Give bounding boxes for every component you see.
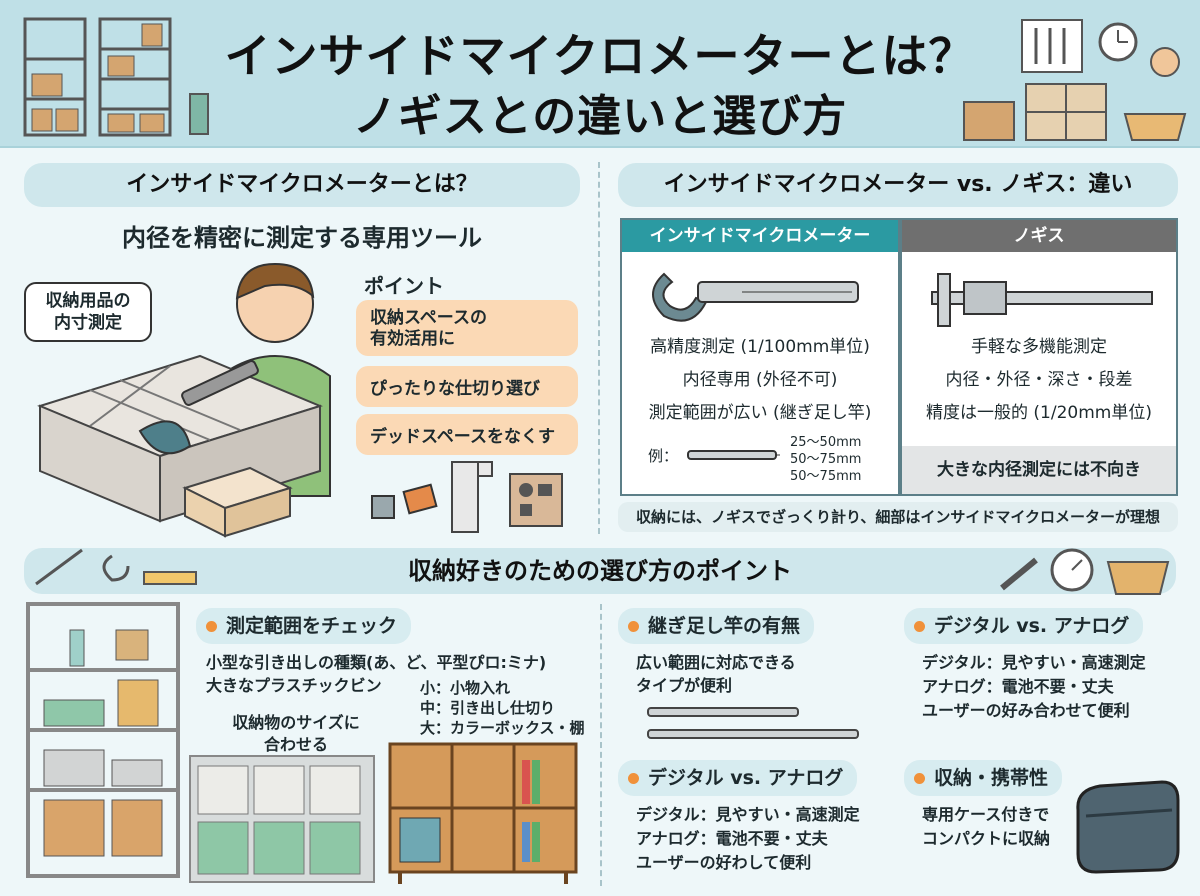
shelves-illustration — [23, 17, 209, 137]
section-divider — [598, 162, 600, 534]
f3-line-1: デジタル：見やすい・高速測定 — [636, 805, 860, 824]
bullet-dot-icon — [206, 621, 217, 632]
micro-line-3: 測定範囲が広い (継ぎ足し竿) — [648, 402, 872, 423]
points-label: ポイント — [364, 274, 444, 298]
f4-line-1: デジタル：見やすい・高速測定 — [922, 653, 1146, 672]
example-label: 例： — [648, 446, 679, 465]
page-title-line1: インサイドマイクロメーターとは？ — [224, 29, 976, 83]
bullet-dot-icon — [914, 621, 925, 632]
tools-illustration — [963, 19, 1187, 141]
micro-line-2: 内径専用 (外径不可) — [682, 369, 838, 390]
callout-bubble: 収納用品の 内寸測定 — [24, 282, 152, 343]
col-header-micrometer: インサイドマイクロメーター — [622, 220, 898, 252]
extension-rod-icon — [687, 449, 780, 460]
size-small: 小：小物入れ — [420, 679, 511, 697]
header-banner: インサイドマイクロメーターとは？ ノギスとの違いと選び方 — [0, 0, 1200, 148]
feature-title-digital-left: デジタル vs. アナログ — [618, 760, 858, 796]
bottom-divider — [600, 604, 602, 886]
wooden-shelf-illustration — [388, 742, 578, 884]
feature-title-extension: 継ぎ足し竿の有無 — [618, 608, 815, 644]
point-card-2: ぴったりな仕切り選び — [356, 366, 578, 407]
caliper-icon — [931, 273, 1153, 327]
caliper-line-3: 精度は一般的 (1/20mm単位) — [926, 402, 1152, 423]
f1-line-2: 大きなプラスチックビン — [206, 676, 382, 695]
size-large: 大：カラーボックス・棚 — [420, 719, 585, 737]
section-title-about: インサイドマイクロメーターとは？ — [24, 163, 580, 207]
range-3: 50〜75mm — [790, 468, 862, 484]
section-title-selection: 収納好きのための選び方のポイント — [24, 548, 1176, 594]
f4-line-2: アナログ：電池不要・丈夫 — [922, 677, 1114, 696]
comparison-footnote: 収納には、ノギスでざっくり計り、細部はインサイドマイクロメーターが理想 — [618, 502, 1178, 532]
page-title-line2: ノギスとの違いと選び方 — [352, 91, 848, 142]
comparison-col-caliper: ノギス 手軽な多機能測定 内径・外径・深さ・段差 精度は一般的 (1/20mm単… — [900, 218, 1178, 496]
micro-line-1: 高精度測定 (1/100mm単位) — [650, 337, 870, 357]
point-card-3: デッドスペースをなくす — [356, 414, 578, 455]
about-subtitle: 内径を精密に測定する専用ツール — [122, 224, 482, 252]
gauge-basket-icons — [1000, 548, 1170, 595]
f2-line-2: タイプが便利 — [636, 676, 733, 695]
feature-digital-label-2: デジタル vs. アナログ — [934, 615, 1130, 637]
extension-rods-icon — [647, 707, 859, 739]
caliper-line-2: 内径・外径・深さ・段差 — [945, 369, 1133, 390]
bullet-dot-icon — [628, 773, 639, 784]
feature-title-range: 測定範囲をチェック — [196, 608, 412, 644]
point-card-1: 収納スペースの 有効活用に — [356, 300, 578, 356]
micrometer-icon — [652, 272, 859, 322]
feature-extension-label: 継ぎ足し竿の有無 — [648, 615, 801, 637]
storage-cube-illustration — [189, 755, 375, 883]
feature-range-label: 測定範囲をチェック — [226, 615, 398, 637]
f1-line-1: 小型な引き出しの種類(あ、ど、平型ぴロ:ミナ) — [206, 653, 547, 672]
caliper-ruler-icons — [35, 548, 197, 586]
range-example: 例： 25〜50mm 50〜75mm 50〜75mm — [622, 431, 898, 484]
f3-line-3: ユーザーの好わして便利 — [636, 853, 812, 872]
f4-line-3: ユーザーの好み合わせて便利 — [922, 701, 1130, 720]
range-2: 50〜75mm — [790, 451, 862, 467]
size-medium: 中：引き出し仕切り — [420, 699, 556, 717]
feature-title-digital-right: デジタル vs. アナログ — [904, 608, 1144, 644]
bullet-dot-icon — [914, 773, 925, 784]
caliper-note: 大きな内径測定には不向き — [902, 446, 1176, 494]
col-header-caliper: ノギス — [902, 220, 1176, 252]
feature-digital-label: デジタル vs. アナログ — [648, 767, 844, 789]
carry-case-icon — [1076, 780, 1180, 874]
storage-shelf-illustration — [26, 602, 180, 878]
feature-title-portability: 収納・携帯性 — [904, 760, 1063, 796]
section-title-comparison: インサイドマイクロメーター vs. ノギス：違い — [618, 163, 1178, 207]
comparison-col-micrometer: インサイドマイクロメーター 高精度測定 (1/100mm単位) 内径専用 (外径… — [620, 218, 900, 496]
small-objects-illustration — [182, 461, 563, 538]
range-1: 25〜50mm — [790, 434, 862, 450]
feature-portability-label: 収納・携帯性 — [934, 767, 1049, 789]
f5-line-1: 専用ケース付きで — [922, 805, 1050, 824]
f5-line-2: コンパクトに収納 — [922, 829, 1051, 848]
bullet-dot-icon — [628, 621, 639, 632]
f3-line-2: アナログ：電池不要・丈夫 — [636, 829, 828, 848]
f1-caption: 収納物のサイズに 合わせる — [232, 713, 360, 754]
f2-line-1: 広い範囲に対応できる — [636, 653, 796, 672]
caliper-line-1: 手軽な多機能測定 — [971, 337, 1107, 357]
